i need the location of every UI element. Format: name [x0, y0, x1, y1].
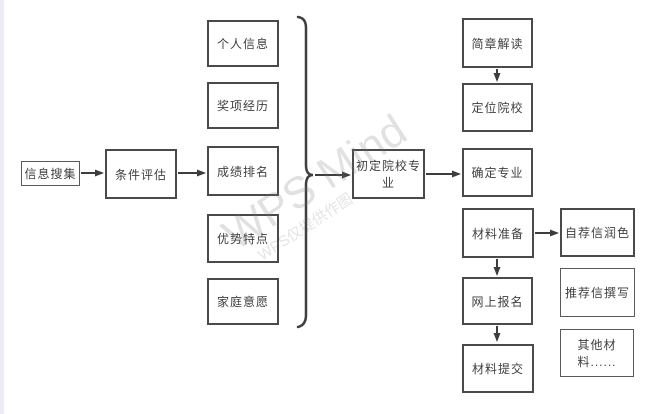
- node-personal-info[interactable]: 个人信息: [207, 20, 279, 67]
- node-family-wishes[interactable]: 家庭意愿: [207, 278, 279, 325]
- node-grade-ranking[interactable]: 成绩排名: [207, 146, 279, 196]
- node-rec-letter-writing[interactable]: 推荐信撰写: [560, 268, 635, 317]
- node-awards-experience[interactable]: 奖项经历: [207, 82, 279, 129]
- grouping-brace: [296, 15, 314, 329]
- node-info-collect[interactable]: 信息搜集: [21, 161, 80, 186]
- node-preliminary-school-major[interactable]: 初定院校专业: [352, 149, 425, 199]
- node-material-preparation[interactable]: 材料准备: [462, 208, 534, 258]
- node-school-positioning[interactable]: 定位院校: [462, 83, 533, 132]
- node-condition-evaluation[interactable]: 条件评估: [105, 149, 177, 199]
- node-online-registration[interactable]: 网上报名: [462, 277, 533, 325]
- node-self-letter-polishing[interactable]: 自荐信润色: [560, 208, 635, 257]
- node-confirm-major[interactable]: 确定专业: [462, 148, 533, 197]
- page-left-strip: [0, 0, 4, 414]
- node-material-submission[interactable]: 材料提交: [462, 344, 534, 393]
- node-strengths[interactable]: 优势特点: [207, 214, 279, 263]
- node-brochure-interpretation[interactable]: 简章解读: [462, 18, 533, 68]
- node-other-materials[interactable]: 其他材料......: [560, 329, 634, 377]
